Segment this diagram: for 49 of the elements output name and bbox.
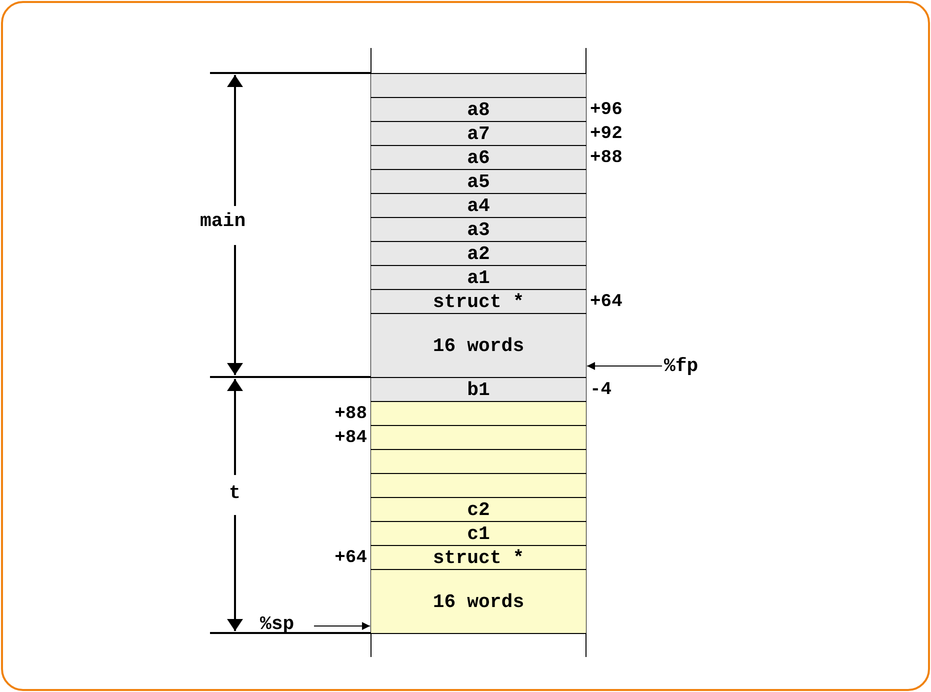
slot-label: a8	[467, 100, 490, 120]
stack-slot	[371, 97, 586, 122]
stack-slot	[371, 425, 586, 450]
stack-slot	[371, 313, 586, 378]
offset-label: +88	[334, 403, 367, 425]
slot-label: struct *	[432, 548, 524, 568]
stack-slot	[371, 449, 586, 474]
offset-label: +84	[334, 427, 367, 449]
slot-label: 16 words	[432, 336, 524, 356]
stack-slot	[371, 569, 586, 634]
offset-label: +96	[590, 99, 622, 121]
offset-label: +92	[590, 123, 622, 145]
register-label: %fp	[664, 354, 698, 378]
slot-label: a2	[467, 244, 490, 264]
stack-slot	[371, 545, 586, 570]
slot-label: a7	[467, 124, 490, 144]
slot-label: a1	[467, 268, 490, 288]
stack-slot	[371, 265, 586, 290]
stack-slot	[371, 289, 586, 314]
slot-label: a5	[467, 172, 490, 192]
stack-slot	[371, 73, 586, 98]
stack-slot	[371, 473, 586, 498]
slot-label: a3	[467, 220, 490, 240]
offset-label: +64	[590, 291, 622, 313]
offset-label: +64	[334, 547, 367, 569]
slot-label: c1	[467, 524, 490, 544]
stack-slot	[371, 377, 586, 402]
frame-label: t	[229, 482, 240, 504]
stack-slot	[371, 193, 586, 218]
stack-slot	[371, 169, 586, 194]
slot-label: b1	[467, 380, 490, 400]
offset-label: -4	[590, 379, 612, 401]
stack-slot	[371, 521, 586, 546]
offset-label: +88	[590, 147, 622, 169]
stack-slot	[371, 241, 586, 266]
stack-slot	[371, 497, 586, 522]
stack-slot	[371, 217, 586, 242]
slot-label: a4	[467, 196, 490, 216]
stack-slot	[371, 145, 586, 170]
slot-label: c2	[467, 500, 490, 520]
pointer-arrow	[314, 622, 370, 630]
pointer-arrow	[586, 362, 662, 370]
slot-label: a6	[467, 148, 490, 168]
frame-label: main	[200, 210, 246, 232]
register-label: %sp	[260, 612, 294, 636]
stack-slot	[371, 121, 586, 146]
slot-label: struct *	[432, 292, 524, 312]
stack-slot	[371, 401, 586, 426]
slot-label: 16 words	[432, 592, 524, 612]
